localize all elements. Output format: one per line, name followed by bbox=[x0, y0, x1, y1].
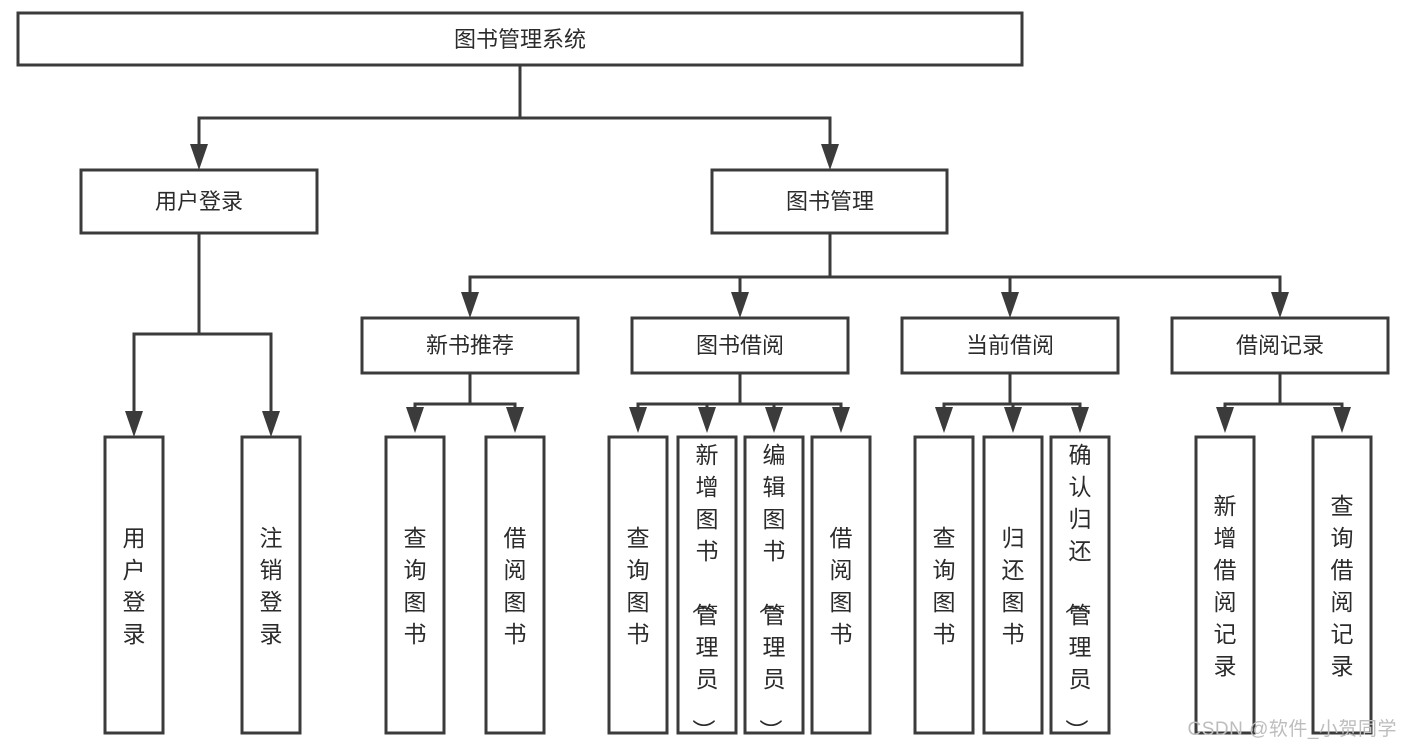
node-user-login[interactable]: 用户登录 bbox=[79, 168, 319, 235]
node-root-box[interactable] bbox=[16, 11, 1024, 67]
node-book-borrow-box[interactable] bbox=[630, 316, 850, 375]
node-book-manage-label: 图书管理 bbox=[786, 189, 874, 214]
arrow-to-new-book-recommend bbox=[461, 292, 479, 318]
connectors-layer bbox=[125, 63, 1351, 437]
node-book-borrow[interactable]: 图书借阅 bbox=[630, 316, 850, 375]
node-leaf-add-book-box[interactable] bbox=[676, 435, 738, 735]
node-leaf-user-logout[interactable]: 注销登录 bbox=[240, 435, 302, 735]
node-new-book-recommend-box[interactable] bbox=[360, 316, 580, 375]
arrow-to-leaf-edit-book bbox=[765, 407, 783, 433]
node-leaf-edit-book[interactable]: 编辑图书（管理员） bbox=[743, 435, 805, 742]
node-user-login-box[interactable] bbox=[79, 168, 319, 235]
node-book-manage-box[interactable] bbox=[710, 168, 949, 235]
node-leaf-confirm-return-label: 确认归还（管理员） bbox=[1064, 442, 1092, 742]
node-leaf-user-login-box[interactable] bbox=[103, 435, 165, 735]
node-leaf-add-record-label: 新增借阅记录 bbox=[1214, 493, 1237, 679]
arrow-to-leaf-confirm-return bbox=[1071, 407, 1089, 433]
node-book-borrow-label: 图书借阅 bbox=[696, 333, 784, 358]
node-leaf-query-record-label: 查询借阅记录 bbox=[1331, 493, 1354, 679]
node-root[interactable]: 图书管理系统 bbox=[16, 11, 1024, 67]
node-leaf-borrow-book-2[interactable]: 借阅图书 bbox=[810, 435, 872, 735]
node-leaf-user-logout-box[interactable] bbox=[240, 435, 302, 735]
arrow-to-leaf-add-book bbox=[698, 407, 716, 433]
node-current-borrow-box[interactable] bbox=[900, 316, 1120, 375]
arrow-to-book-borrow bbox=[731, 292, 749, 318]
leaf-nodes-layer: 用户登录 注销登录 查询图书 借阅图书 查询图书 新增图书（管理员） 编辑图书（管理员） 借阅… bbox=[103, 435, 1373, 742]
node-leaf-query-book-2[interactable]: 查询图书 bbox=[607, 435, 669, 735]
arrow-to-leaf-query-book-3 bbox=[935, 407, 953, 433]
node-leaf-borrow-book-1-box[interactable] bbox=[484, 435, 546, 735]
node-leaf-add-record[interactable]: 新增借阅记录 bbox=[1194, 435, 1256, 735]
node-leaf-return-book[interactable]: 归还图书 bbox=[982, 435, 1044, 735]
node-new-book-recommend[interactable]: 新书推荐 bbox=[360, 316, 580, 375]
arrow-to-leaf-borrow-book-2 bbox=[832, 407, 850, 433]
node-leaf-edit-book-box[interactable] bbox=[743, 435, 805, 735]
arrow-to-leaf-borrow-book-1 bbox=[506, 407, 524, 433]
node-leaf-edit-book-label: 编辑图书（管理员） bbox=[758, 442, 786, 742]
arrow-to-leaf-add-record bbox=[1216, 407, 1234, 433]
node-borrow-record-box[interactable] bbox=[1170, 316, 1390, 375]
node-leaf-query-book-3[interactable]: 查询图书 bbox=[913, 435, 975, 735]
node-leaf-user-login-label: 用户登录 bbox=[123, 525, 146, 647]
node-leaf-add-record-box[interactable] bbox=[1194, 435, 1256, 735]
node-current-borrow[interactable]: 当前借阅 bbox=[900, 316, 1120, 375]
arrow-to-book-manage bbox=[821, 144, 839, 170]
node-user-login-label: 用户登录 bbox=[155, 189, 243, 214]
arrow-to-borrow-record bbox=[1271, 292, 1289, 318]
node-leaf-query-book-1[interactable]: 查询图书 bbox=[384, 435, 446, 735]
arrow-to-leaf-user-login bbox=[125, 411, 143, 437]
node-current-borrow-label: 当前借阅 bbox=[966, 333, 1054, 358]
node-book-manage[interactable]: 图书管理 bbox=[710, 168, 949, 235]
node-leaf-query-book-1-box[interactable] bbox=[384, 435, 446, 735]
node-root-label: 图书管理系统 bbox=[454, 27, 586, 52]
arrow-to-user-login bbox=[190, 144, 208, 170]
node-borrow-record-label: 借阅记录 bbox=[1236, 333, 1324, 358]
node-leaf-user-login[interactable]: 用户登录 bbox=[103, 435, 165, 735]
node-leaf-borrow-book-2-box[interactable] bbox=[810, 435, 872, 735]
arrow-to-leaf-query-book-1 bbox=[406, 407, 424, 433]
node-leaf-return-book-box[interactable] bbox=[982, 435, 1044, 735]
node-borrow-record[interactable]: 借阅记录 bbox=[1170, 316, 1390, 375]
node-leaf-add-book[interactable]: 新增图书（管理员） bbox=[676, 435, 738, 742]
node-leaf-query-book-1-label: 查询图书 bbox=[404, 525, 427, 647]
node-leaf-query-book-3-label: 查询图书 bbox=[933, 525, 956, 647]
node-leaf-add-book-label: 新增图书（管理员） bbox=[691, 442, 719, 742]
csdn-watermark: CSDN @软件_小贺同学 bbox=[1187, 719, 1397, 740]
node-leaf-borrow-book-1[interactable]: 借阅图书 bbox=[484, 435, 546, 735]
node-leaf-query-book-3-box[interactable] bbox=[913, 435, 975, 735]
arrow-to-leaf-user-logout bbox=[262, 411, 280, 437]
arrow-to-leaf-query-book-2 bbox=[629, 407, 647, 433]
arrow-to-current-borrow bbox=[1001, 292, 1019, 318]
arrow-to-leaf-query-record bbox=[1333, 407, 1351, 433]
node-leaf-query-book-2-label: 查询图书 bbox=[627, 525, 650, 647]
node-new-book-recommend-label: 新书推荐 bbox=[426, 333, 514, 358]
node-leaf-return-book-label: 归还图书 bbox=[1002, 525, 1025, 647]
node-leaf-confirm-return-box[interactable] bbox=[1049, 435, 1111, 735]
node-leaf-confirm-return[interactable]: 确认归还（管理员） bbox=[1049, 435, 1111, 742]
node-leaf-borrow-book-2-label: 借阅图书 bbox=[830, 525, 853, 647]
node-leaf-query-book-2-box[interactable] bbox=[607, 435, 669, 735]
node-leaf-borrow-book-1-label: 借阅图书 bbox=[504, 525, 527, 647]
node-leaf-query-record[interactable]: 查询借阅记录 bbox=[1311, 435, 1373, 735]
arrow-to-leaf-return-book bbox=[1004, 407, 1022, 433]
node-leaf-user-logout-label: 注销登录 bbox=[260, 525, 283, 647]
node-leaf-query-record-box[interactable] bbox=[1311, 435, 1373, 735]
